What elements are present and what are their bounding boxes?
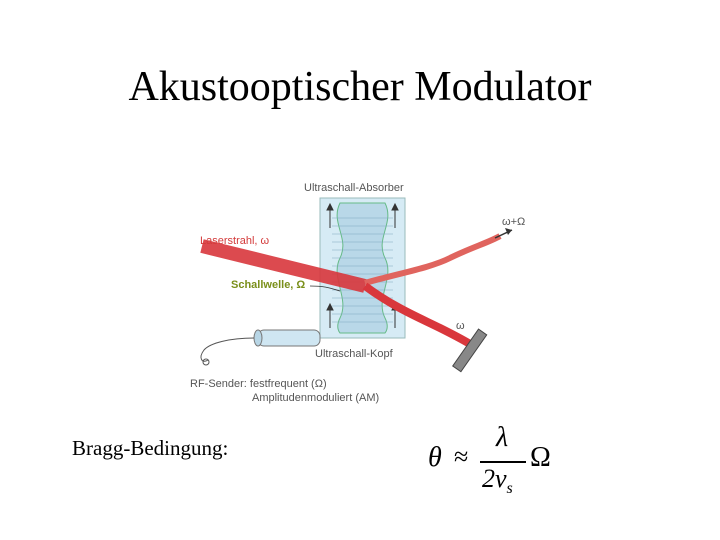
beam-dump — [452, 328, 488, 373]
output-direct-label: ω — [456, 320, 465, 332]
bragg-formula: θ ≈ λ 2vs Ω — [428, 422, 568, 502]
formula-subscript: s — [506, 480, 513, 498]
shifted-arrowhead — [505, 228, 512, 235]
formula-denominator: 2vs — [482, 464, 513, 498]
rf-label-line2: Amplitudenmoduliert (AM) — [252, 392, 380, 404]
absorber-label: Ultraschall-Absorber — [304, 182, 404, 194]
laser-beam-direct — [362, 282, 473, 348]
aom-diagram-svg — [200, 197, 513, 373]
formula-omega: Ω — [530, 442, 551, 473]
slide-title: Akustooptischer Modulator — [128, 64, 592, 110]
formula-theta: θ — [428, 442, 442, 473]
head-label: Ultraschall-Kopf — [315, 348, 393, 360]
rf-cable — [200, 337, 255, 362]
aom-diagram: Ultraschall-Absorber Laserstrahl, ω Scha… — [180, 178, 550, 418]
sound-wave-leader — [309, 285, 341, 292]
rf-connector — [202, 358, 210, 366]
laser-beam-in — [200, 239, 367, 293]
output-shifted-label: ω+Ω — [502, 216, 526, 228]
transducer-cap — [253, 329, 263, 347]
rf-label-line1: RF-Sender: festfrequent (Ω) — [190, 378, 327, 390]
sound-wave-label: Schallwelle, Ω — [231, 279, 306, 291]
formula-approx: ≈ — [454, 442, 469, 471]
formula-numerator: λ — [496, 422, 509, 453]
propagation-arrows — [326, 202, 399, 328]
laser-beam-shifted — [364, 233, 502, 286]
formula-denominator-main: 2v — [482, 464, 507, 493]
sound-wave-envelope — [336, 202, 389, 334]
transducer — [257, 329, 321, 347]
bragg-label: Bragg-Bedingung: — [72, 436, 229, 460]
laser-label: Laserstrahl, ω — [200, 235, 270, 247]
formula-fraction-bar — [480, 461, 526, 463]
